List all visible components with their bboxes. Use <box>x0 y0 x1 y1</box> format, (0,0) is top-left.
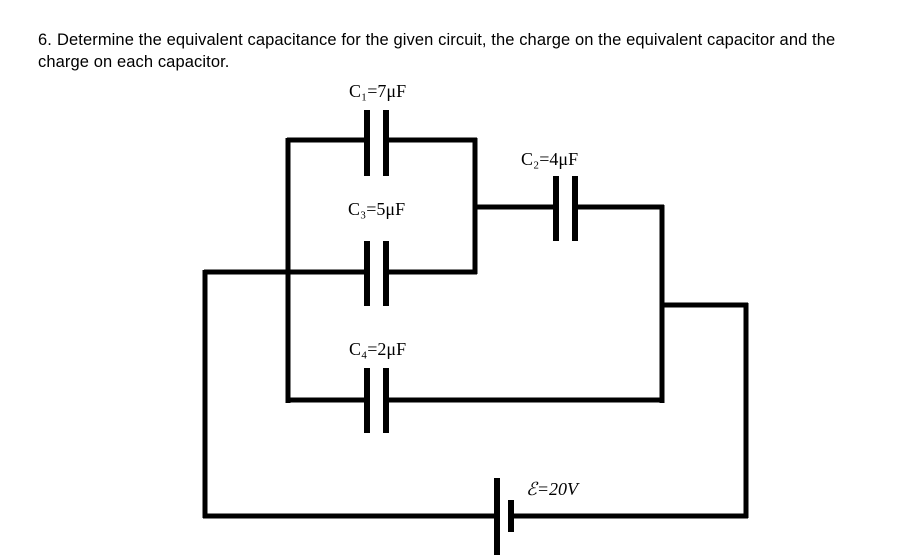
capacitor-c4-label: C₄=2μF <box>349 339 407 359</box>
problem-body: Determine the equivalent capacitance for… <box>38 31 836 71</box>
capacitor-c1-label: C₁=7μF <box>349 81 407 101</box>
battery-emf-label: ℰ=20V <box>526 479 579 499</box>
capacitor-c3-label: C₃=5μF <box>348 199 406 219</box>
problem-number: 6. <box>38 31 52 49</box>
problem-statement: 6.Determine the equivalent capacitance f… <box>38 30 868 74</box>
capacitor-c2-label: C₂=4μF <box>521 149 579 169</box>
